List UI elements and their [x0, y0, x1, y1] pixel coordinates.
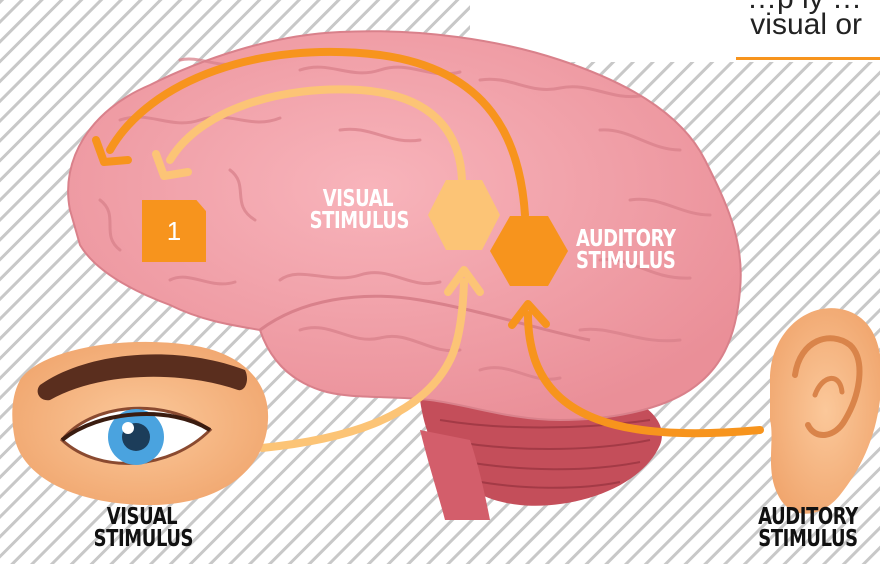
eye-label: VISUAL STIMULUS	[94, 506, 191, 550]
ear-label-line-1: AUDITORY	[755, 506, 861, 528]
auditory-node-label: AUDITORY STIMULUS	[576, 228, 685, 272]
heading-underline	[736, 57, 880, 60]
visual-node-label-line-1: VISUAL	[310, 188, 407, 210]
ear-label-line-2: STIMULUS	[755, 528, 861, 550]
eye-label-line-2: STIMULUS	[94, 528, 191, 550]
eye-icon	[12, 342, 268, 505]
heading-line-2: visual or	[750, 8, 862, 42]
visual-node-label-line-2: STIMULUS	[310, 210, 407, 232]
visual-node-label: VISUAL STIMULUS	[310, 188, 407, 232]
auditory-node-label-line-2: STIMULUS	[576, 250, 685, 272]
auditory-node-label-line-1: AUDITORY	[576, 228, 685, 250]
eye-label-line-1: VISUAL	[94, 506, 191, 528]
step-badge: 1	[142, 200, 206, 262]
ear-label: AUDITORY STIMULUS	[755, 506, 861, 550]
